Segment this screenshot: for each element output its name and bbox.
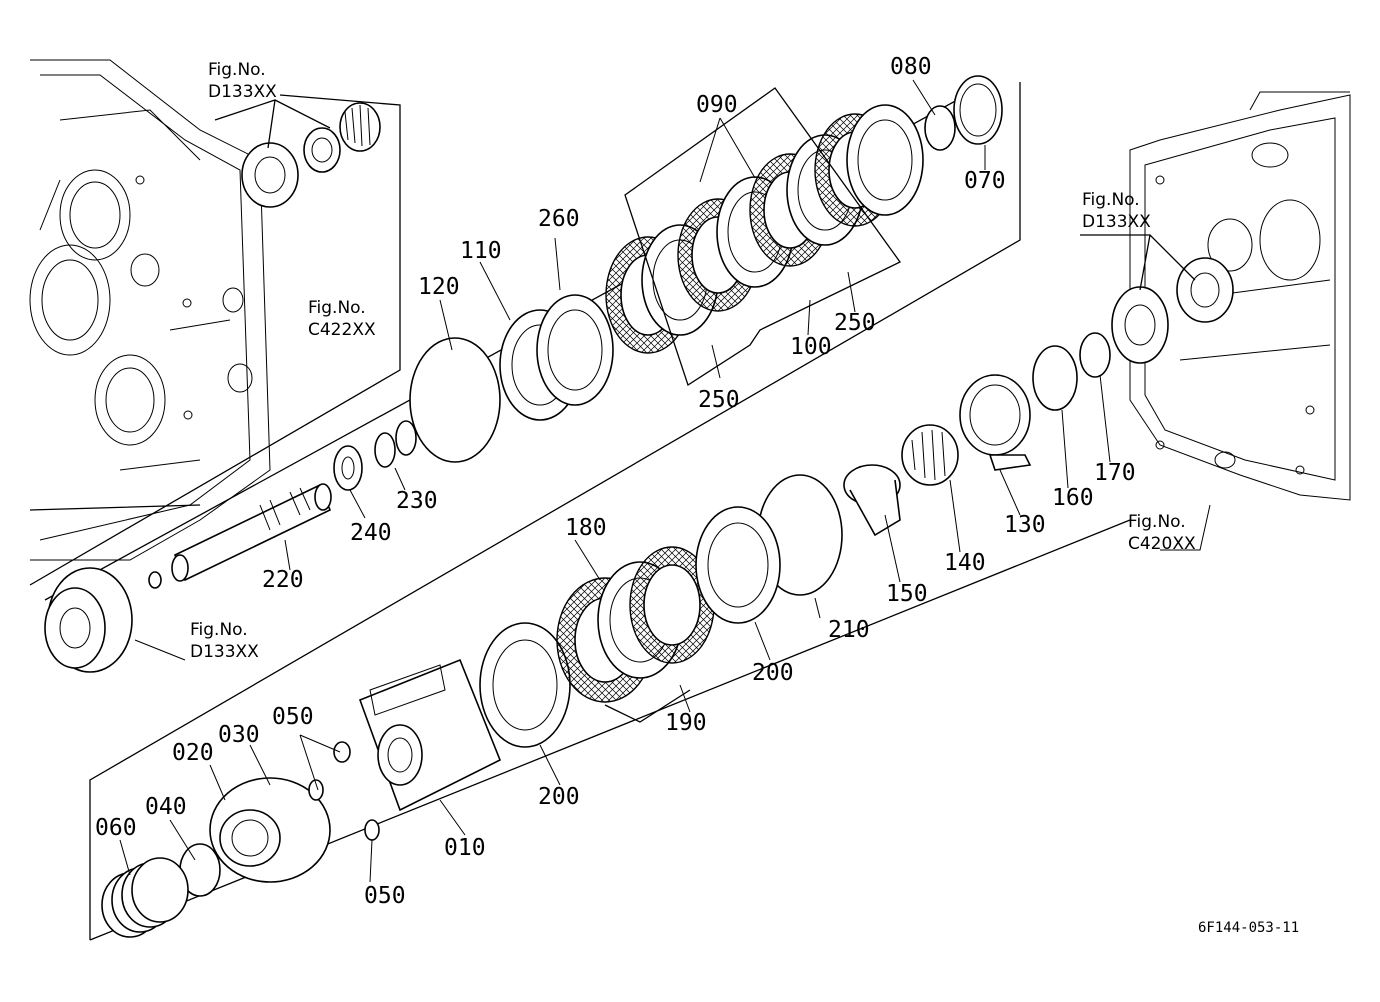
fig-ref-right-housing: Fig.No. C420XX bbox=[1128, 512, 1196, 554]
part-label-090: 090 bbox=[696, 92, 738, 118]
part-label-220: 220 bbox=[262, 567, 304, 593]
left-housing bbox=[29, 59, 401, 586]
fig-ref-left-housing: Fig.No. C422XX bbox=[308, 298, 376, 340]
part-label-250-lower: 250 bbox=[698, 387, 740, 413]
bearing-group-top bbox=[214, 99, 381, 208]
part-label-200-left: 200 bbox=[538, 784, 580, 810]
gear-bottom-left bbox=[44, 567, 133, 673]
part-label-030: 030 bbox=[218, 722, 260, 748]
part-label-060: 060 bbox=[95, 815, 137, 841]
part-label-240: 240 bbox=[350, 520, 392, 546]
part-label-190: 190 bbox=[665, 710, 707, 736]
fig-ref-code: C422XX bbox=[308, 320, 376, 340]
part-label-110: 110 bbox=[460, 238, 502, 264]
part-label-200-right: 200 bbox=[752, 660, 794, 686]
fig-ref-gear: Fig.No. D133XX bbox=[190, 620, 259, 662]
part-labels: 010 020 030 040 050 050 060 070 080 090 … bbox=[95, 54, 1136, 909]
part-label-130: 130 bbox=[1004, 512, 1046, 538]
fig-ref-title: Fig.No. bbox=[208, 60, 266, 80]
part-label-070: 070 bbox=[964, 168, 1006, 194]
part-label-120: 120 bbox=[418, 274, 460, 300]
part-label-040: 040 bbox=[145, 794, 187, 820]
part-label-250-upper: 250 bbox=[834, 310, 876, 336]
hub-parts-right bbox=[843, 332, 1111, 537]
part-label-010: 010 bbox=[444, 835, 486, 861]
part-label-050-upper: 050 bbox=[272, 704, 314, 730]
fig-ref-right-bearing: Fig.No. D133XX bbox=[1082, 190, 1151, 232]
part-label-260: 260 bbox=[538, 206, 580, 232]
fig-ref-code: D133XX bbox=[208, 82, 277, 102]
part-label-210: 210 bbox=[828, 617, 870, 643]
fig-ref-title: Fig.No. bbox=[190, 620, 248, 640]
spring bbox=[101, 857, 189, 938]
lower-clutch-stack bbox=[479, 506, 781, 748]
assembly-boundary bbox=[89, 82, 1021, 940]
upper-clutch-stack bbox=[499, 75, 1003, 421]
part-label-230: 230 bbox=[396, 488, 438, 514]
part-label-020: 020 bbox=[172, 740, 214, 766]
fig-ref-code: D133XX bbox=[1082, 212, 1151, 232]
fig-ref-title: Fig.No. bbox=[1082, 190, 1140, 210]
part-label-080: 080 bbox=[890, 54, 932, 80]
part-label-160: 160 bbox=[1052, 485, 1094, 511]
shaft-assembly bbox=[148, 420, 417, 589]
fig-ref-title: Fig.No. bbox=[1128, 512, 1186, 532]
leader-lines bbox=[119, 79, 1211, 883]
right-housing bbox=[1129, 91, 1351, 501]
drawing-id: 6F144-053-11 bbox=[1198, 920, 1299, 936]
part-label-100: 100 bbox=[790, 334, 832, 360]
fig-ref-code: C420XX bbox=[1128, 534, 1196, 554]
part-label-050-lower: 050 bbox=[364, 883, 406, 909]
clutch-drum bbox=[358, 658, 502, 812]
fig-ref-code: D133XX bbox=[190, 642, 259, 662]
bearing-group-right bbox=[1080, 234, 1234, 364]
fig-ref-title: Fig.No. bbox=[308, 298, 366, 318]
snap-ring-120 bbox=[409, 337, 501, 463]
piston bbox=[179, 741, 380, 897]
part-label-150: 150 bbox=[886, 581, 928, 607]
part-label-170: 170 bbox=[1094, 460, 1136, 486]
part-label-140: 140 bbox=[944, 550, 986, 576]
part-label-180: 180 bbox=[565, 515, 607, 541]
fig-ref-top-left: Fig.No. D133XX bbox=[208, 60, 277, 102]
